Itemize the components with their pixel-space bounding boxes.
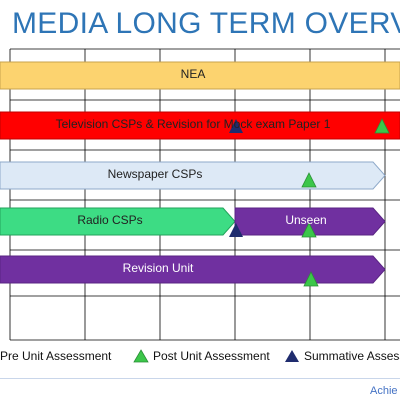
- grid-lines: [9, 48, 400, 341]
- summative-assessment-marker: [229, 119, 243, 133]
- post-unit-assessment-marker: [301, 222, 317, 238]
- legend-label-summative: Summative Assess: [304, 349, 400, 363]
- summative-assessment-marker: [229, 223, 243, 237]
- unit-bar-label-4: Unseen: [285, 213, 327, 227]
- unit-bar-2: [0, 161, 386, 190]
- post-unit-assessment-marker: [303, 271, 319, 287]
- post-unit-triangle-icon: [133, 349, 149, 363]
- footer-text: Achie: [370, 385, 398, 397]
- unit-bar-1: [0, 111, 400, 140]
- legend-item-summative: Summative Assess: [284, 349, 400, 363]
- legend: Pre Unit Assessment Post Unit Assessment…: [0, 349, 400, 367]
- unit-bar-label-0: NEA: [180, 67, 206, 81]
- unit-bar-label-1: Television CSPs & Revision for Mock exam…: [55, 117, 331, 131]
- page-title: MEDIA LONG TERM OVERV: [12, 7, 400, 40]
- footer-divider: [0, 378, 400, 379]
- unit-bar-label-3: Radio CSPs: [77, 213, 143, 227]
- legend-item-pre: Pre Unit Assessment: [0, 349, 111, 363]
- unit-bar-3: [0, 207, 236, 236]
- unit-bar-label-2: Newspaper CSPs: [107, 167, 203, 181]
- timeline-grid: [0, 48, 400, 341]
- post-unit-assessment-marker: [301, 172, 317, 188]
- unit-bar-0: [0, 61, 400, 90]
- summative-triangle-icon: [285, 350, 299, 362]
- post-unit-assessment-marker: [374, 118, 390, 134]
- legend-item-post: Post Unit Assessment: [133, 349, 270, 363]
- legend-label-pre: Pre Unit Assessment: [0, 349, 112, 363]
- legend-label-post: Post Unit Assessment: [153, 349, 270, 363]
- unit-bar-5: [0, 255, 386, 284]
- unit-bar-label-5: Revision Unit: [122, 261, 194, 275]
